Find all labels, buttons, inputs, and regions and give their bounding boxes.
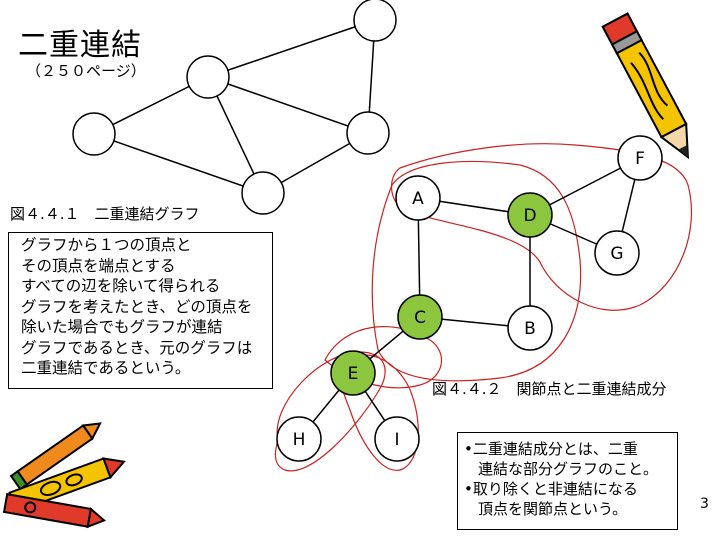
definition-line: グラフから１つの頂点と	[21, 236, 192, 254]
node-E	[330, 350, 376, 396]
slide-title: 二重連結	[18, 28, 142, 63]
node-F	[617, 135, 663, 181]
node-label-B: B	[524, 319, 536, 339]
biconnected-graph-figure	[72, 0, 397, 215]
node-B	[507, 305, 553, 351]
node-label-G: G	[610, 244, 623, 264]
definition-line: グラフであるとき、元のグラフは	[21, 338, 253, 357]
figure2-caption: 図４.４.２ 関節点と二重連結成分	[432, 380, 667, 398]
articulation-graph-figure: A B C D E F G H I	[274, 135, 692, 472]
node-label-E: E	[348, 364, 359, 384]
definition-line: グラフを考えたとき、どの頂点を	[21, 297, 253, 316]
definition-line: 除いた場合でもグラフが連結	[21, 318, 223, 336]
node-label-A: A	[412, 189, 424, 209]
note-line: •取り除くと非連結になる	[464, 480, 638, 498]
component-outline	[371, 160, 582, 382]
node-D	[507, 192, 553, 238]
graph1-node	[346, 111, 390, 155]
node-I	[374, 416, 420, 462]
graph1-node	[72, 112, 116, 156]
component-outline	[339, 354, 419, 471]
graph1-node	[241, 171, 285, 215]
definition-line: 二重連結であるという。	[21, 359, 191, 377]
definition-box: グラフから１つの頂点と その頂点を端点とする すべての辺を除いて得られる グラフ…	[8, 232, 273, 389]
node-label-I: I	[394, 430, 399, 450]
notes-box: •二重連結成分とは、二重 連結な部分グラフのこと。 •取り除くと非連結になる 頂…	[457, 432, 678, 530]
page-reference: （２５０ページ）	[26, 62, 146, 80]
node-C	[397, 294, 443, 340]
node-G	[594, 230, 640, 276]
graph1-node	[353, 0, 397, 42]
node-label-C: C	[414, 308, 426, 328]
definition-line: その頂点を端点とする	[21, 256, 176, 275]
crayons-clipart-bottom-left	[2, 422, 126, 529]
pencil-clipart-top-right	[601, 12, 690, 160]
note-line: •二重連結成分とは、二重	[464, 440, 638, 458]
note-line: 連結な部分グラフのこと。	[478, 460, 659, 478]
node-H	[276, 416, 322, 462]
graph1-edge	[207, 19, 376, 78]
component-outline	[274, 351, 386, 472]
figure1-caption: 図４.４.１ 二重連結グラフ	[10, 205, 200, 223]
node-label-F: F	[635, 149, 645, 169]
node-label-D: D	[523, 206, 536, 226]
note-line: 頂点を関節点という。	[478, 500, 628, 518]
node-label-H: H	[293, 430, 306, 450]
graph1-node	[186, 55, 230, 99]
component-outline	[324, 326, 443, 389]
page-number: 3	[700, 496, 709, 512]
definition-line: すべての辺を除いて得られる	[21, 277, 221, 295]
graph1-edge	[207, 76, 369, 134]
graph1-edge	[93, 133, 264, 194]
component-outline	[391, 143, 692, 311]
node-A	[395, 175, 441, 221]
